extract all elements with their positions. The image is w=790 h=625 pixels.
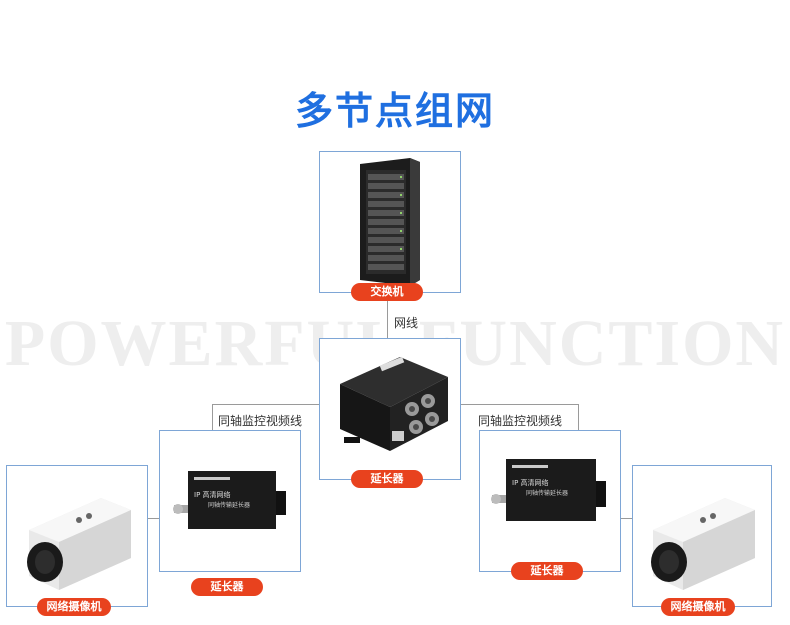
- line-center-left-h: [212, 404, 319, 405]
- page-title: 多节点组网: [294, 89, 495, 133]
- switch-box: [319, 151, 461, 293]
- label-left-extender: 延长器: [191, 578, 263, 596]
- label-center-extender: 延长器: [351, 470, 423, 488]
- left-camera-image: [27, 498, 131, 590]
- right-camera-image: [651, 498, 755, 590]
- line-switch-center: [387, 292, 388, 338]
- right-camera-box: [632, 465, 772, 607]
- server-rack-image: [360, 158, 420, 286]
- right-extender-image: IP 高清网络 同轴传输延长器: [491, 459, 606, 521]
- left-extender-image: IP 高清网络 同轴传输延长器: [173, 471, 286, 529]
- left-camera-box: [6, 465, 148, 607]
- svg-text:IP 高清网络: IP 高清网络: [194, 490, 231, 499]
- line-right-camera: [619, 518, 632, 519]
- svg-text:同轴传输延长器: 同轴传输延长器: [208, 501, 250, 509]
- caption-right-coax: 同轴监控视频线: [476, 412, 565, 429]
- line-center-right-h: [460, 404, 579, 405]
- line-center-left-v: [212, 404, 213, 430]
- caption-network-cable: 网线: [392, 314, 421, 331]
- caption-left-coax: 同轴监控视频线: [216, 412, 305, 429]
- label-right-camera: 网络摄像机: [661, 598, 735, 616]
- line-center-right-v: [578, 404, 579, 430]
- center-extender-image: [340, 356, 448, 451]
- label-right-extender: 延长器: [511, 562, 583, 580]
- label-switch: 交换机: [351, 283, 423, 301]
- right-extender-box: IP 高清网络 同轴传输延长器: [479, 430, 621, 572]
- svg-text:IP 高清网络: IP 高清网络: [512, 478, 549, 487]
- svg-text:同轴传输延长器: 同轴传输延长器: [526, 489, 568, 497]
- label-left-camera: 网络摄像机: [37, 598, 111, 616]
- left-extender-box: IP 高清网络 同轴传输延长器: [159, 430, 301, 572]
- center-extender-box: [319, 338, 461, 480]
- line-left-camera: [146, 518, 159, 519]
